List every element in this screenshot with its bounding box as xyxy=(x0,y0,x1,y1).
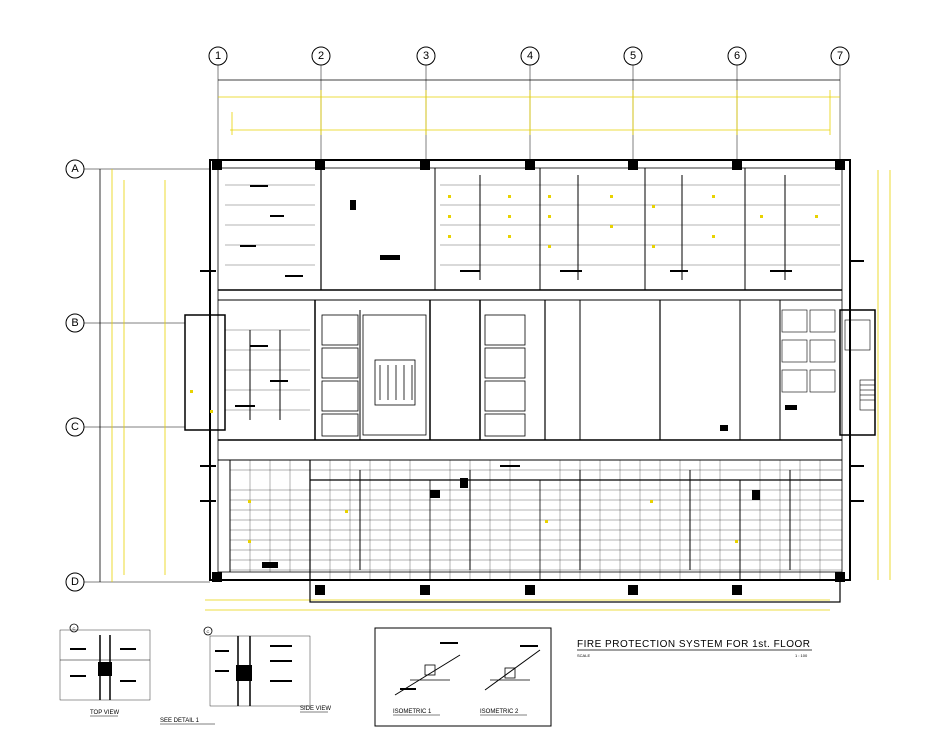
svg-text:SIDE VIEW: SIDE VIEW xyxy=(300,706,331,712)
grid-bubble-col-7[interactable]: 7 xyxy=(830,46,850,66)
svg-text:7: 7 xyxy=(837,50,843,62)
svg-text:5: 5 xyxy=(630,50,636,62)
grid-bubble-row-d[interactable]: D xyxy=(65,572,85,592)
svg-text:A: A xyxy=(71,163,79,175)
svg-text:2: 2 xyxy=(318,50,324,62)
grid-bubble-row-b[interactable]: B xyxy=(65,313,85,333)
toilet-fixtures xyxy=(781,309,876,411)
dimension-lines xyxy=(99,79,891,611)
ceiling-grid xyxy=(230,460,842,580)
drawing-title-block: FIRE PROTECTION SYSTEM FOR 1st. FLOOR SC… xyxy=(577,639,812,658)
grid-bubble-col-3[interactable]: 3 xyxy=(416,46,436,66)
grid-lines xyxy=(84,65,841,583)
grid-bubble-row-c[interactable]: C xyxy=(65,417,85,437)
grid-bubble-col-5[interactable]: 5 xyxy=(623,46,643,66)
isometric-details: ISOMETRIC 1 ISOMETRIC 2 xyxy=(374,627,552,727)
grid-bubble-col-4[interactable]: 4 xyxy=(520,46,540,66)
grid-bubble-col-2[interactable]: 2 xyxy=(311,46,331,66)
drawing-title: FIRE PROTECTION SYSTEM FOR 1st. FLOOR xyxy=(577,639,811,650)
detail-side-view: C SIDE VIEW xyxy=(203,626,331,713)
ceiling-grid-top xyxy=(225,184,840,411)
shaft-rooms xyxy=(321,314,526,437)
column-grid-bubbles: 1 2 3 4 5 6 7 xyxy=(208,46,850,66)
svg-text:3: 3 xyxy=(423,50,429,62)
svg-text:C: C xyxy=(73,626,76,631)
svg-text:B: B xyxy=(71,317,78,329)
row-grid-bubbles: A B C D xyxy=(65,159,85,592)
svg-text:4: 4 xyxy=(527,50,533,62)
svg-text:1 : 100: 1 : 100 xyxy=(795,653,808,658)
grid-bubble-row-a[interactable]: A xyxy=(65,159,85,179)
svg-text:ISOMETRIC 2: ISOMETRIC 2 xyxy=(480,709,519,715)
svg-text:C: C xyxy=(71,421,79,433)
grid-bubble-col-1[interactable]: 1 xyxy=(208,46,228,66)
svg-text:D: D xyxy=(71,576,79,588)
structural-columns xyxy=(212,160,845,595)
svg-text:TOP VIEW: TOP VIEW xyxy=(90,710,119,716)
svg-text:1: 1 xyxy=(215,50,221,62)
svg-text:SEE DETAIL 1: SEE DETAIL 1 xyxy=(160,718,200,724)
equipment-blocks xyxy=(262,200,797,568)
svg-text:6: 6 xyxy=(734,50,740,62)
detail-top-view: C TOP VIEW SEE DETAIL 1 xyxy=(59,623,215,725)
annotation-marks xyxy=(200,185,864,502)
svg-text:C: C xyxy=(207,629,210,634)
stair-core xyxy=(362,314,427,436)
sprinkler-heads xyxy=(190,195,818,543)
grid-bubble-col-6[interactable]: 6 xyxy=(727,46,747,66)
sprinkler-branches xyxy=(249,175,791,570)
svg-text:SCALE: SCALE xyxy=(577,653,590,658)
building-walls xyxy=(184,159,876,603)
svg-text:ISOMETRIC 1: ISOMETRIC 1 xyxy=(393,709,432,715)
